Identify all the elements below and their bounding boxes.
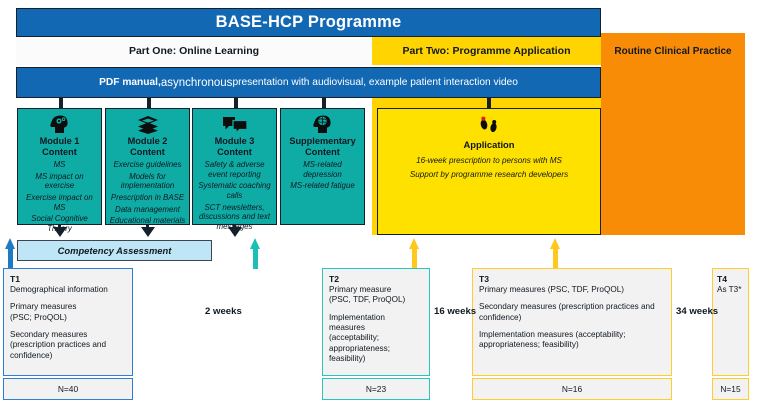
routine-clinical-practice-label: Routine Clinical Practice <box>614 46 732 57</box>
application-item: Support by programme research developers <box>409 170 569 180</box>
head-gears-icon <box>21 113 98 135</box>
down-arrow-module-1 <box>52 227 67 237</box>
module-card-1-items: MS MS impact on exercise Exercise impact… <box>21 160 98 233</box>
sample-size-label: N=15 <box>720 384 741 394</box>
module-card-2-title: Module 2 Content <box>127 136 168 157</box>
routine-clinical-practice-panel: Routine Clinical Practice <box>601 33 745 235</box>
competency-assessment-box: Competency Assessment <box>17 240 212 261</box>
application-card: Application 16-week prescription to pers… <box>377 108 601 235</box>
connector-module-3 <box>234 98 238 108</box>
part-one-band: Part One: Online Learning <box>16 37 372 65</box>
module-item: Prescription in BASE <box>110 193 185 203</box>
module-item: MS impact on exercise <box>35 171 84 191</box>
gap-label-3: 34 weeks <box>676 306 719 317</box>
module-item: Educational materials <box>109 216 186 226</box>
timepoint-box-t4: T4 As T3* <box>712 268 749 376</box>
module-card-2: Module 2 Content Exercise guidelines Mod… <box>105 108 190 225</box>
module-card-3: Module 3 Content Safety & adverse event … <box>192 108 277 231</box>
footprints-icon <box>378 114 600 136</box>
sample-size-label: N=40 <box>57 384 79 394</box>
timepoint-label: T1 <box>10 274 21 284</box>
timepoint-line: Primary measures (PSC; ProQOL) <box>10 302 77 322</box>
part-two-band: Part Two: Programme Application <box>372 37 601 65</box>
sample-size-t4: N=15 <box>712 378 749 400</box>
module-card-3-items: Safety & adverse event reporting Systema… <box>196 160 273 231</box>
application-card-items: 16-week prescription to persons with MS … <box>378 156 600 180</box>
module-card-1-title: Module 1 Content <box>39 136 80 157</box>
delivery-emphasis: asynchronous <box>160 76 233 89</box>
application-item: 16-week prescription to persons with MS <box>416 156 562 165</box>
gap-label-1: 2 weeks <box>205 306 242 317</box>
speech-bubbles-icon <box>196 113 273 135</box>
timepoint-line: Implementation measures (acceptability; … <box>479 329 626 350</box>
connector-module-1 <box>59 98 63 108</box>
head-brain-icon <box>284 113 361 135</box>
timepoint-label: T2 <box>329 274 340 284</box>
sample-size-t2: N=23 <box>322 378 430 400</box>
gap-label-2: 16 weeks <box>434 306 477 317</box>
timepoint-box-t2: T2 Primary measure (PSC, TDF, ProQOL) Im… <box>322 268 430 376</box>
timepoint-box-t1: T1 Demographical information Primary mea… <box>3 268 133 376</box>
module-card-2-items: Exercise guidelines Models for implement… <box>109 160 186 226</box>
timepoint-line: Primary measures (PSC, TDF, ProQOL) <box>479 285 624 294</box>
down-arrow-module-3 <box>227 227 242 237</box>
module-item: Safety & adverse event reporting <box>204 160 265 179</box>
timepoint-box-t3: T3 Primary measures (PSC, TDF, ProQOL) S… <box>472 268 672 376</box>
timepoint-line: Implementation measures (acceptability; … <box>329 312 390 363</box>
module-card-1: Module 1 Content MS MS impact on exercis… <box>17 108 102 233</box>
competency-assessment-label: Competency Assessment <box>57 245 172 256</box>
sample-size-t1: N=40 <box>3 378 133 400</box>
module-item: MS-related fatigue <box>290 181 355 191</box>
module-card-supplementary: Supplementary Content MS-related depress… <box>280 108 365 225</box>
sample-size-label: N=23 <box>365 384 387 394</box>
sample-size-t3: N=16 <box>472 378 672 400</box>
module-item: Systematic coaching calls <box>198 181 271 201</box>
application-card-title: Application <box>463 139 515 150</box>
down-arrow-module-2 <box>140 227 155 237</box>
connector-module-2 <box>147 98 151 108</box>
module-item: Exercise guidelines <box>113 160 182 170</box>
part-two-label: Part Two: Programme Application <box>402 45 571 57</box>
books-icon <box>109 113 186 135</box>
delivery-prefix: PDF manual, <box>99 77 161 88</box>
module-item: MS-related depression <box>303 160 342 179</box>
timepoint-label: T3 <box>479 274 490 284</box>
module-card-3-title: Module 3 Content <box>214 136 255 157</box>
page-title: BASE-HCP Programme <box>215 13 402 31</box>
module-item: MS <box>53 160 66 170</box>
timepoint-label: T4 <box>717 274 728 284</box>
timepoint-line: As T3* <box>717 285 742 294</box>
timepoint-line: Secondary measures (prescription practic… <box>479 302 655 322</box>
timepoint-line: Demographical information <box>10 285 108 294</box>
module-card-supplementary-title: Supplementary Content <box>289 136 356 157</box>
module-item: Exercise impact on MS <box>26 193 93 212</box>
sample-size-label: N=16 <box>561 384 583 394</box>
delivery-methods-bar: PDF manual, asynchronous presentation wi… <box>16 67 601 98</box>
timepoint-line: Primary measure (PSC, TDF, ProQOL) <box>329 285 406 305</box>
module-item: Models for implementation <box>120 171 175 191</box>
programme-title-bar: BASE-HCP Programme <box>16 8 601 37</box>
connector-application <box>487 98 491 108</box>
timepoint-line: Secondary measures (prescription practic… <box>10 329 107 360</box>
module-card-supplementary-items: MS-related depression MS-related fatigue <box>284 160 361 191</box>
module-item: Data management <box>115 204 180 214</box>
part-one-label: Part One: Online Learning <box>128 45 260 57</box>
delivery-suffix: presentation with audiovisual, example p… <box>232 77 518 88</box>
connector-supplementary <box>322 98 326 108</box>
